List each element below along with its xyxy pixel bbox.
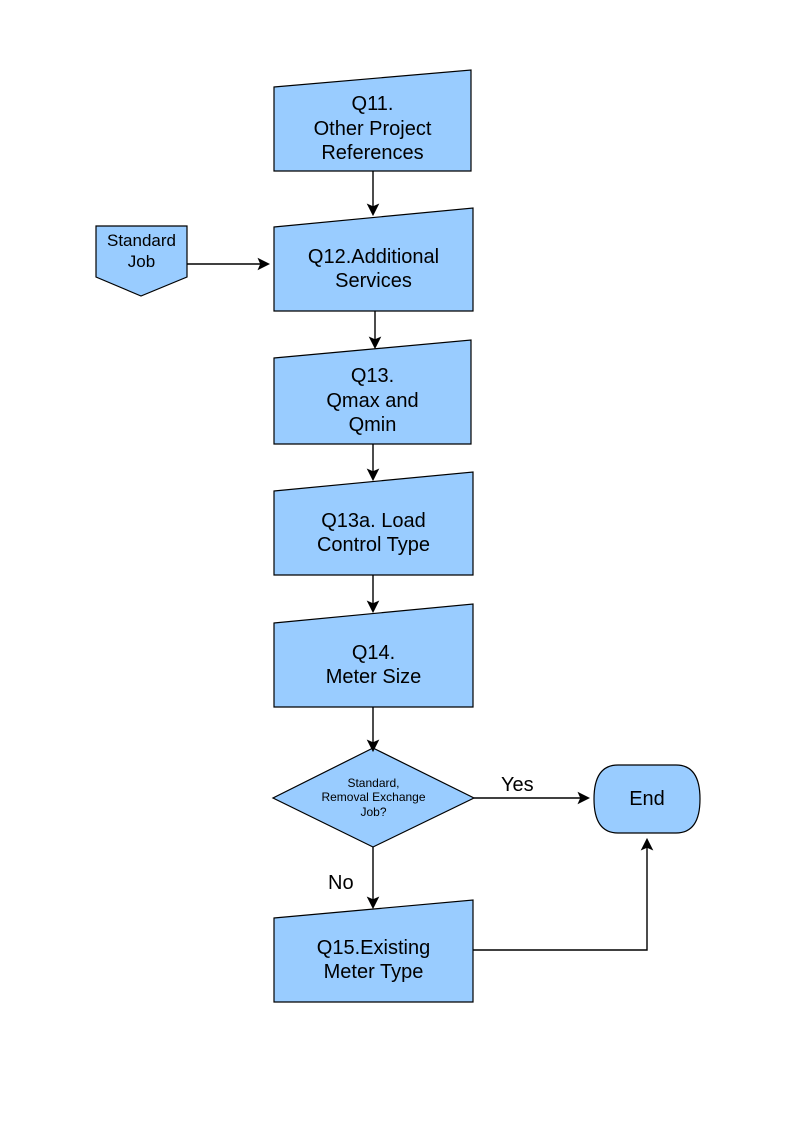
node-q12[interactable]: [273, 207, 474, 312]
node-end[interactable]: [593, 764, 701, 834]
node-q13a[interactable]: [273, 471, 474, 576]
node-standard-job[interactable]: [95, 225, 188, 297]
edge-q15-to-end: [473, 837, 654, 951]
node-q11[interactable]: [273, 69, 472, 172]
edge-label-yes: Yes: [501, 774, 534, 796]
edge-label-no: No: [328, 872, 354, 894]
node-q14[interactable]: [273, 603, 474, 708]
node-q13[interactable]: [273, 339, 472, 445]
node-decision[interactable]: [271, 747, 476, 848]
node-q15[interactable]: [273, 899, 474, 1003]
